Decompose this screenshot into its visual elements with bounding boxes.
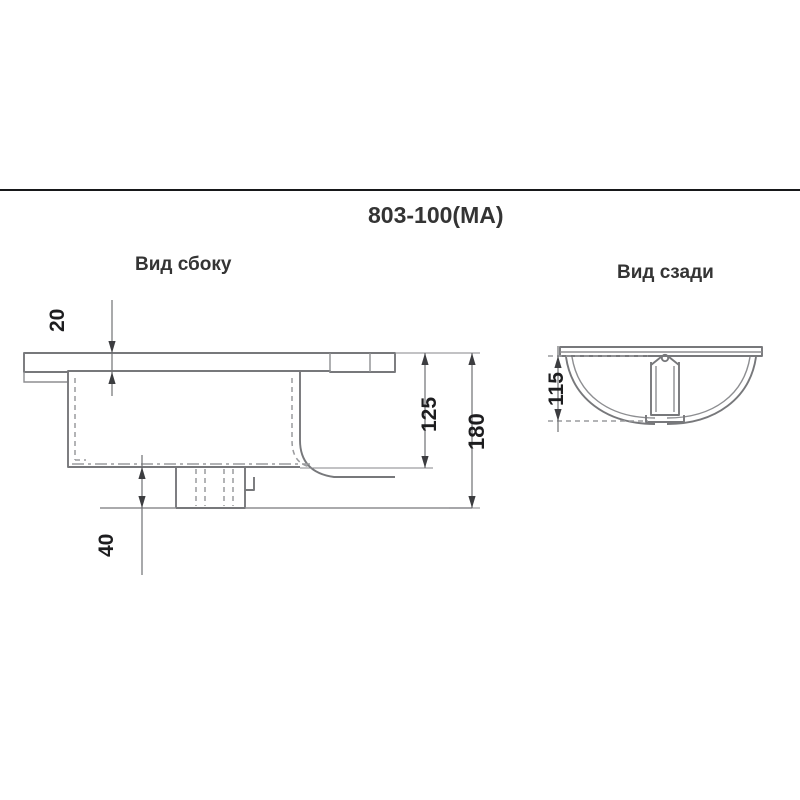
dimension-40 — [138, 455, 146, 575]
header-divider — [0, 189, 800, 191]
page-title: 803-100(MA) — [368, 202, 504, 228]
dimension-label-20: 20 — [46, 308, 69, 332]
dimension-125 — [300, 352, 433, 469]
rear-view-drain-column — [645, 353, 685, 423]
dimension-115 — [548, 346, 648, 432]
rear-view-rim — [559, 346, 763, 357]
side-view-hidden-lines — [74, 378, 311, 468]
dimension-label-40: 40 — [95, 533, 118, 557]
dimension-label-115: 115 — [545, 372, 568, 406]
rear-view-label: Вид сзади — [617, 262, 714, 283]
dimension-20 — [108, 300, 116, 396]
dimension-label-125: 125 — [418, 396, 441, 432]
side-view-bowl-outline — [67, 371, 395, 508]
side-view-drain-block — [100, 469, 472, 509]
side-view-label: Вид сбоку — [135, 254, 232, 275]
dimension-180 — [433, 352, 480, 509]
rear-view-bowl — [565, 356, 757, 425]
dimension-label-180: 180 — [464, 413, 489, 450]
